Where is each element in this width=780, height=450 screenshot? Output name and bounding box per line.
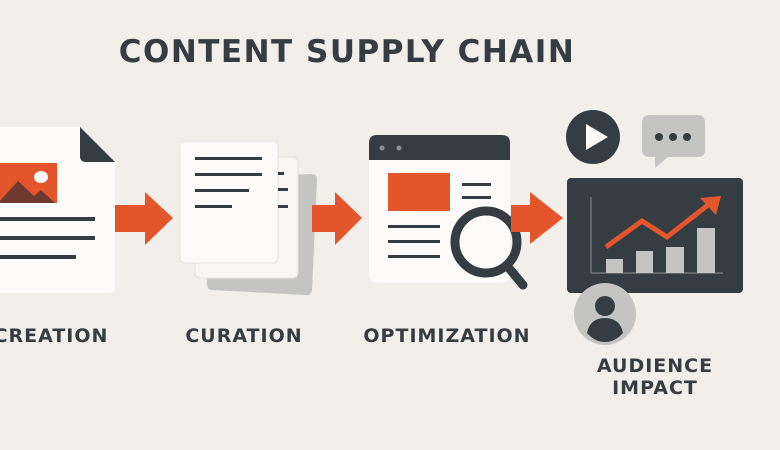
browser-search-icon	[369, 135, 528, 290]
avatar-icon	[574, 283, 636, 345]
document-stack-icon	[179, 140, 317, 296]
arrow-icon	[511, 192, 563, 244]
magnifier-icon	[450, 206, 522, 278]
chat-bubble-icon	[642, 115, 705, 168]
step-label-optimization: OPTIMIZATION	[363, 325, 531, 347]
step-label-audience: AUDIENCE	[596, 355, 714, 377]
play-icon	[566, 110, 620, 164]
step-label-curation: CURATION	[185, 325, 303, 347]
step-label-impact: IMPACT	[612, 377, 698, 399]
magnifier-handle	[503, 262, 528, 290]
chart-growth-icon	[567, 178, 743, 293]
page-title: CONTENT SUPPLY CHAIN	[118, 34, 576, 70]
arrow-icon	[115, 192, 173, 245]
document-image-icon	[0, 127, 115, 293]
step-label-creation: CREATION	[0, 325, 109, 347]
arrow-icon	[312, 192, 362, 245]
